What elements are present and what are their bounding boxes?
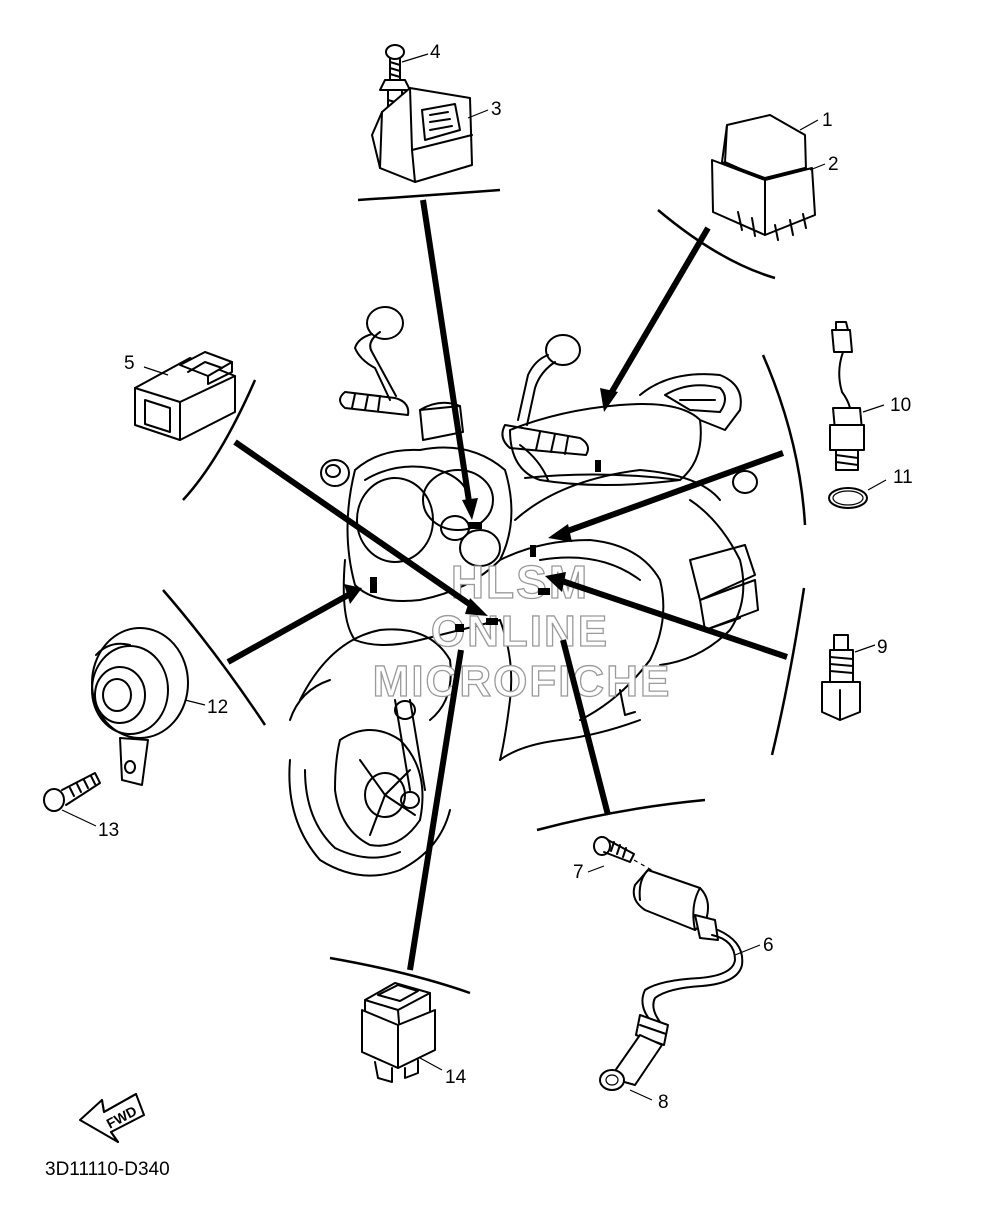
callout-10: 10 [890,395,911,416]
callout-13: 13 [98,820,119,841]
callout-8: 8 [658,1092,669,1113]
callout-3: 3 [491,99,502,120]
leader-lines [226,199,788,971]
callout-7: 7 [573,862,584,883]
sensor-part-10[interactable] [829,321,865,471]
o-ring-part-11[interactable] [828,487,868,509]
fwd-arrow-icon: FWD [79,1093,145,1143]
plug-cap-part-8[interactable] [599,1014,669,1091]
callout-5: 5 [124,353,135,374]
callout-6: 6 [763,935,774,956]
callout-12: 12 [207,697,228,718]
callout-1: 1 [822,110,833,131]
horn-part-12[interactable] [91,627,189,786]
callout-11: 11 [893,467,913,488]
watermark-line-3: MICROFICHE [373,657,672,706]
diagram-code: 3D11110-D340 [45,1159,170,1180]
watermark: HLSM ONLINE MICROFICHE [372,555,672,706]
bolt-part-13[interactable] [43,772,101,812]
callout-labels: 1 2 3 4 5 6 7 8 9 10 11 12 13 14 [98,42,913,1113]
callout-4: 4 [430,42,441,63]
control-unit-part-1-2[interactable] [711,114,816,241]
group-brackets [162,188,807,995]
relay-part-3[interactable] [371,44,473,183]
location-markers [370,460,601,632]
callout-2: 2 [828,154,839,175]
connector-part-5[interactable] [134,351,236,441]
callout-14: 14 [445,1067,467,1088]
relay-part-14[interactable] [361,982,436,1083]
bolt-part-7[interactable] [593,836,635,863]
callout-9: 9 [877,637,888,658]
switch-part-9[interactable] [821,634,861,721]
ignition-coil-part-6[interactable] [632,869,744,1023]
watermark-line-2: ONLINE [431,607,609,656]
